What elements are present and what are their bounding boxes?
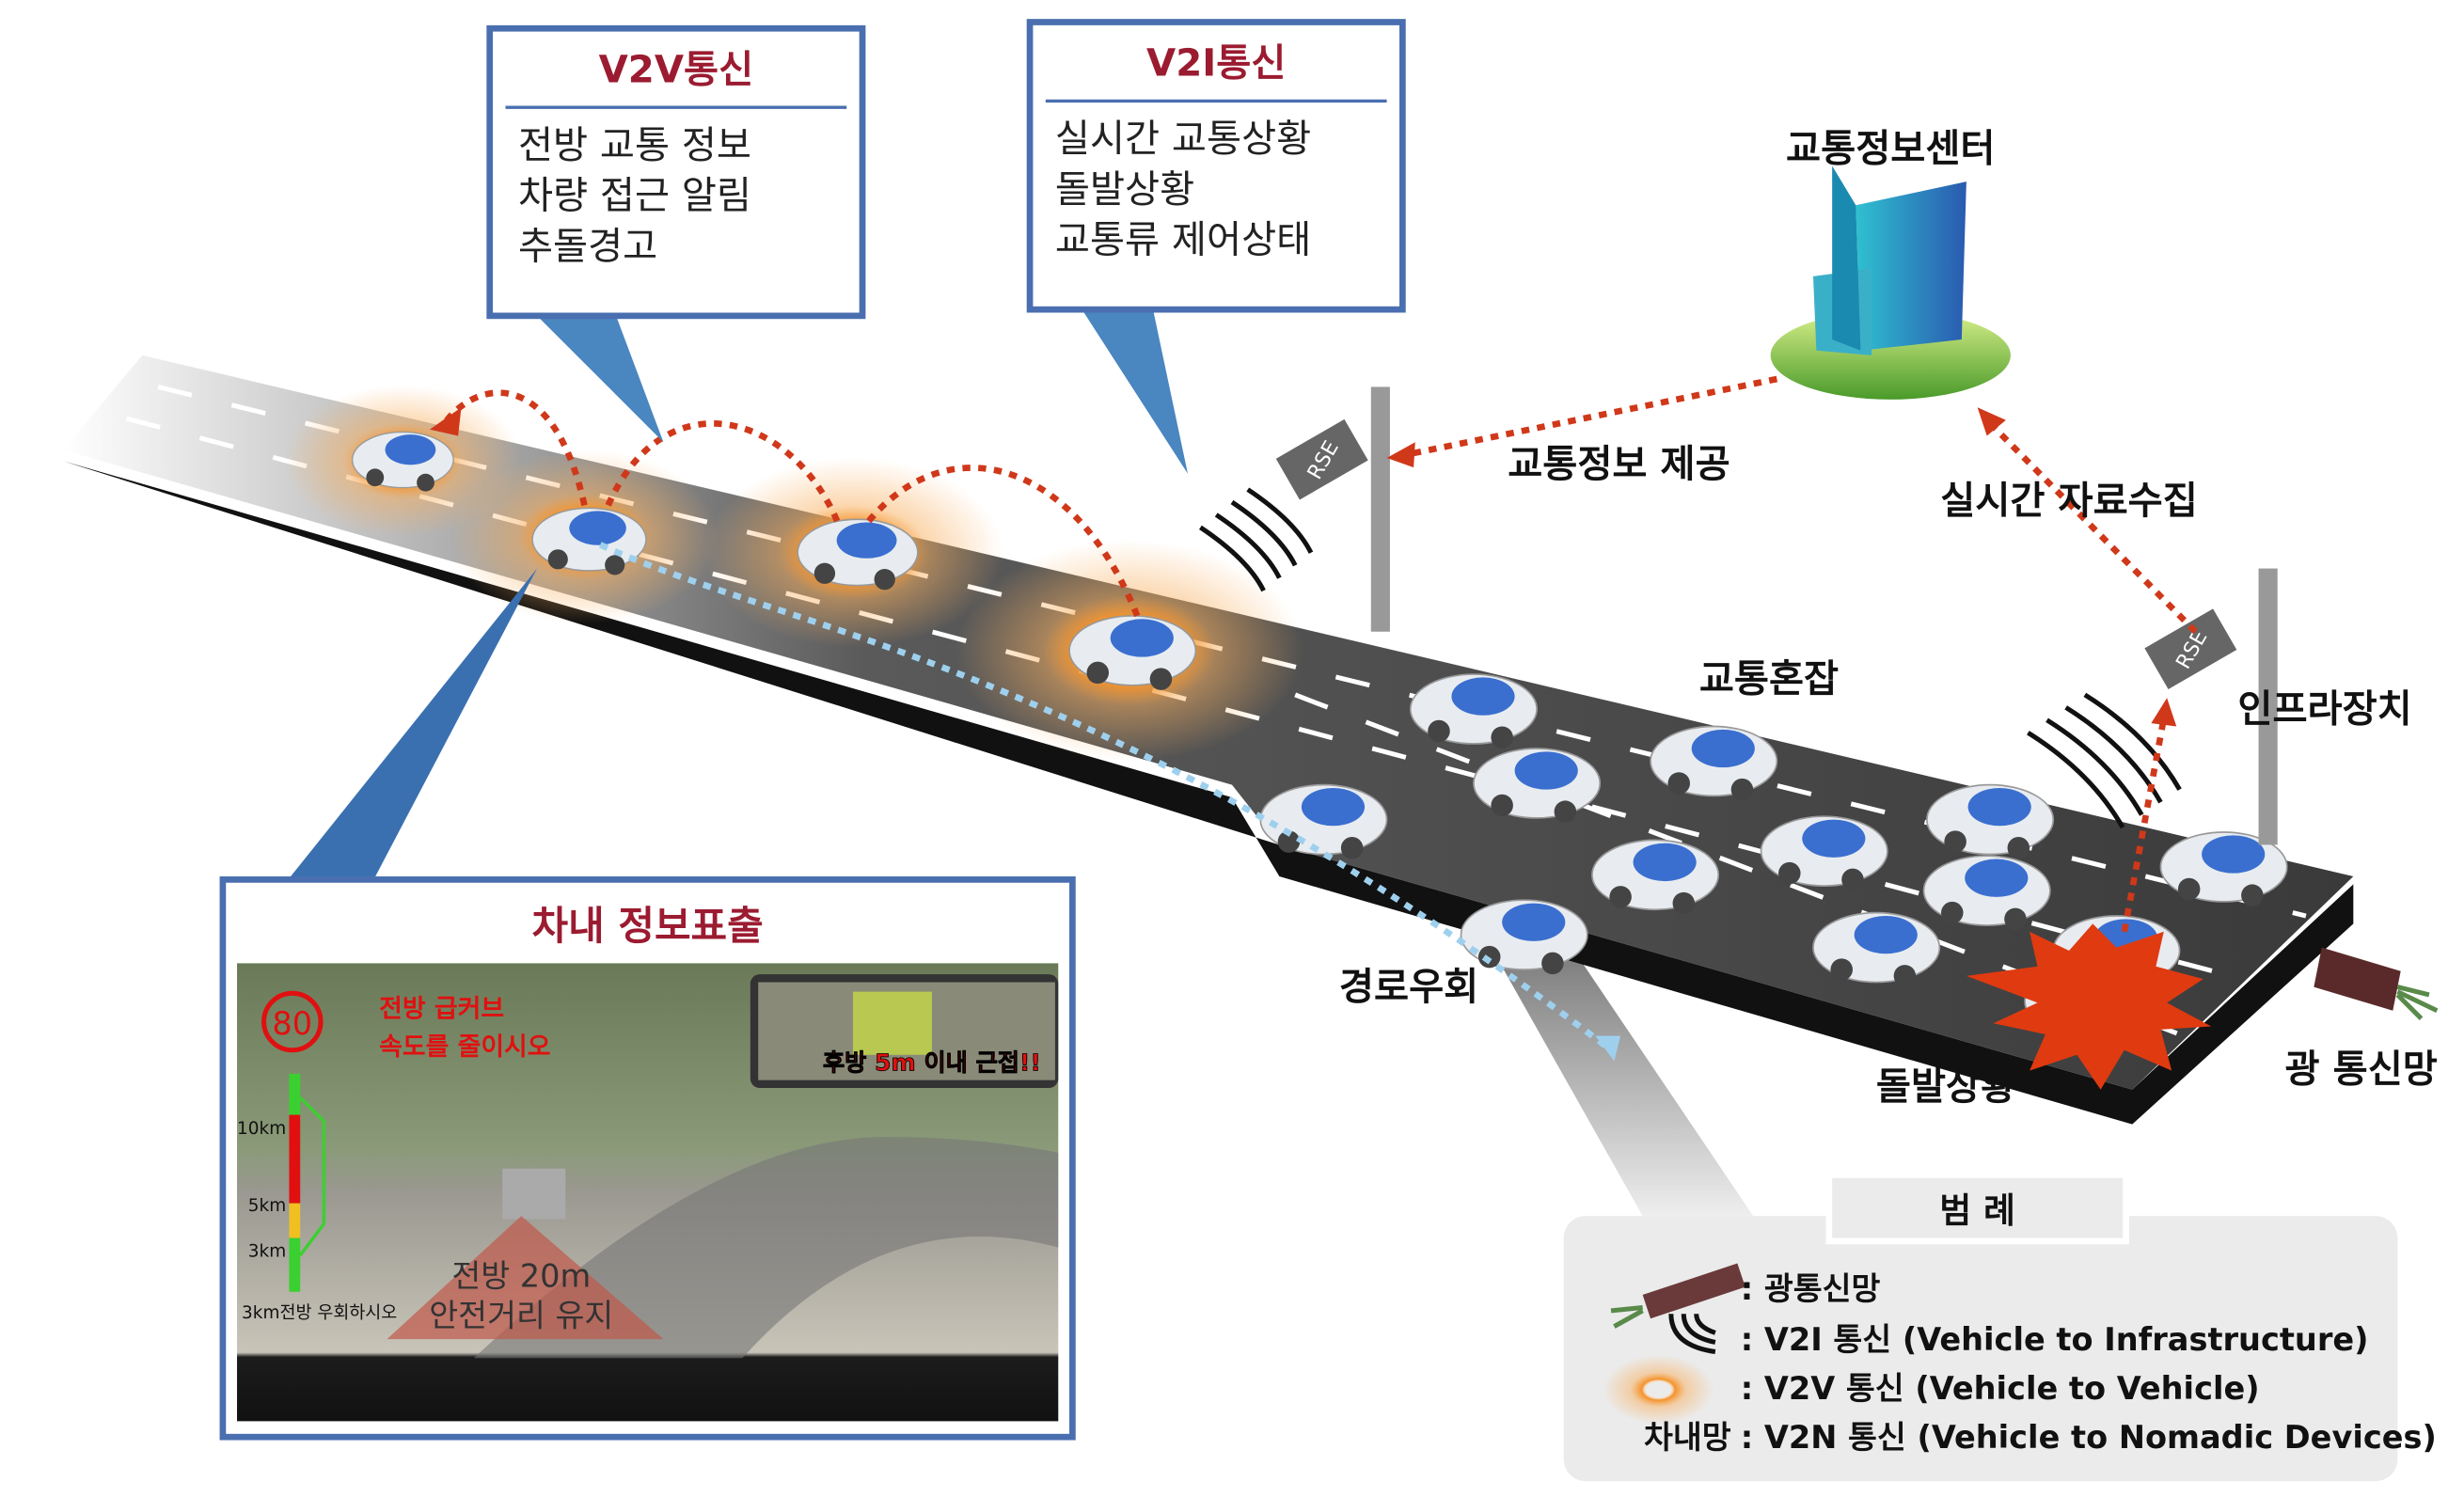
- legend-title: 범 례: [1939, 1190, 2015, 1231]
- arrow-head: [429, 407, 462, 436]
- v2v-arrows: [439, 389, 1614, 1053]
- incident-burst-icon: [1966, 923, 2212, 1090]
- fiber-cable-icon: [1610, 1263, 1745, 1329]
- car-icon: [1650, 725, 1778, 801]
- speed-limit-sign-icon: [261, 990, 324, 1053]
- car-icon: [2159, 831, 2288, 906]
- car-icon: [1259, 783, 1388, 859]
- v2v-line: 추돌경고: [518, 224, 657, 268]
- rse-pole-2: RSE: [2027, 568, 2278, 845]
- traffic-center-label: 교통정보센터: [1786, 126, 1995, 170]
- km-label: 10km: [237, 1119, 286, 1139]
- fiber-cable-icon: [2314, 947, 2439, 1020]
- v2v-line: 전방 교통 정보: [518, 123, 751, 167]
- front-car: [502, 1168, 566, 1220]
- provide-label: 교통정보 제공: [1508, 442, 1730, 486]
- distance-line: 전방 20m: [451, 1258, 591, 1295]
- v2v-callout: V2V통신 전방 교통 정보 차량 접근 알림 추돌경고: [486, 24, 866, 320]
- car-icon: [1460, 899, 1588, 975]
- panel-pointer: [284, 568, 538, 885]
- car-icon: [351, 431, 454, 492]
- road-edge: [63, 461, 2354, 1125]
- car-icon: [1068, 615, 1197, 690]
- rse-pole-1: RSE: [1199, 386, 1390, 632]
- speed-limit: 80: [272, 1005, 312, 1042]
- rear-warning: 후방 5m 이내 근접!!: [823, 1049, 1041, 1077]
- detour-road: [1468, 900, 1754, 1217]
- legend-item: : 광통신망: [1741, 1270, 1881, 1307]
- callout-pointer-v2i: [1082, 309, 1188, 474]
- panel-title: 차내 정보표출: [532, 903, 764, 949]
- v2v-line: 차량 접근 알림: [518, 174, 751, 218]
- v2v-ring-icon: [1603, 1354, 1714, 1425]
- car-icon: [1409, 673, 1538, 748]
- distance-arrow-icon: [387, 1216, 664, 1340]
- v2i-title: V2I통신: [1146, 41, 1286, 86]
- legend-item: : V2V 통신 (Vehicle to Vehicle): [1741, 1370, 2260, 1407]
- legend-prefix: 차내망: [1644, 1419, 1731, 1456]
- traffic-center-building-icon: [1770, 165, 2011, 400]
- legend-item: : V2I 통신 (Vehicle to Infrastructure): [1741, 1321, 2369, 1358]
- fiber-label: 광 통신망: [2285, 1047, 2438, 1091]
- v2i-line: 교통류 제어상태: [1055, 218, 1311, 262]
- legend: 범 례 : 광통신망 : V2I 통신 (Vehicle to Infrastr…: [1563, 1174, 2437, 1482]
- in-vehicle-display-panel: 차내 정보표출 후방 5m 이내 근접!! 80 전방 급커브 속도를 줄이시오…: [219, 876, 1076, 1441]
- curve-warning: 전방 급커브: [379, 994, 504, 1023]
- distance-line: 안전거리 유지: [429, 1298, 613, 1334]
- v2i-line: 돌발상황: [1055, 167, 1194, 212]
- incident-label: 돌발상황: [1876, 1064, 2015, 1109]
- v2i-wave-icon: [1668, 1313, 1716, 1354]
- v2i-arrows: [1405, 375, 2198, 933]
- car-icon: [1926, 783, 2055, 859]
- v2i-line: 실시간 교통상황: [1055, 117, 1311, 161]
- car-icon: [1812, 911, 1941, 987]
- car-icon: [1473, 748, 1602, 823]
- car-icon: [1591, 839, 1720, 915]
- v2v-title: V2V통신: [599, 47, 754, 91]
- callout-pointer-v2v: [537, 315, 664, 443]
- arrow-head: [1977, 407, 2006, 436]
- congestion-bar: [289, 1073, 326, 1292]
- car-icon: [797, 518, 919, 591]
- car-icon: [1922, 855, 2051, 931]
- detour-arrow-head: [1595, 1035, 1621, 1062]
- collect-label: 실시간 자료수집: [1940, 479, 2198, 523]
- infra-label: 인프라장치: [2237, 686, 2411, 731]
- arrow-head: [2151, 698, 2177, 727]
- car-icon: [1760, 815, 1888, 891]
- v2i-callout: V2I통신 실시간 교통상황 돌발상황 교통류 제어상태: [1026, 19, 1406, 313]
- km-label: 5km: [248, 1196, 286, 1216]
- congestion-label: 교통혼잡: [1699, 657, 1839, 701]
- detour-label: 경로우회: [1339, 965, 1478, 1009]
- slow-down-warning: 속도를 줄이시오: [379, 1032, 550, 1062]
- arrow-head: [1386, 442, 1415, 468]
- legend-item: : V2N 통신 (Vehicle to Nomadic Devices): [1741, 1419, 2437, 1456]
- km-label: 3km: [248, 1242, 286, 1262]
- detour-instruction: 3km전방 우회하시오: [242, 1303, 397, 1323]
